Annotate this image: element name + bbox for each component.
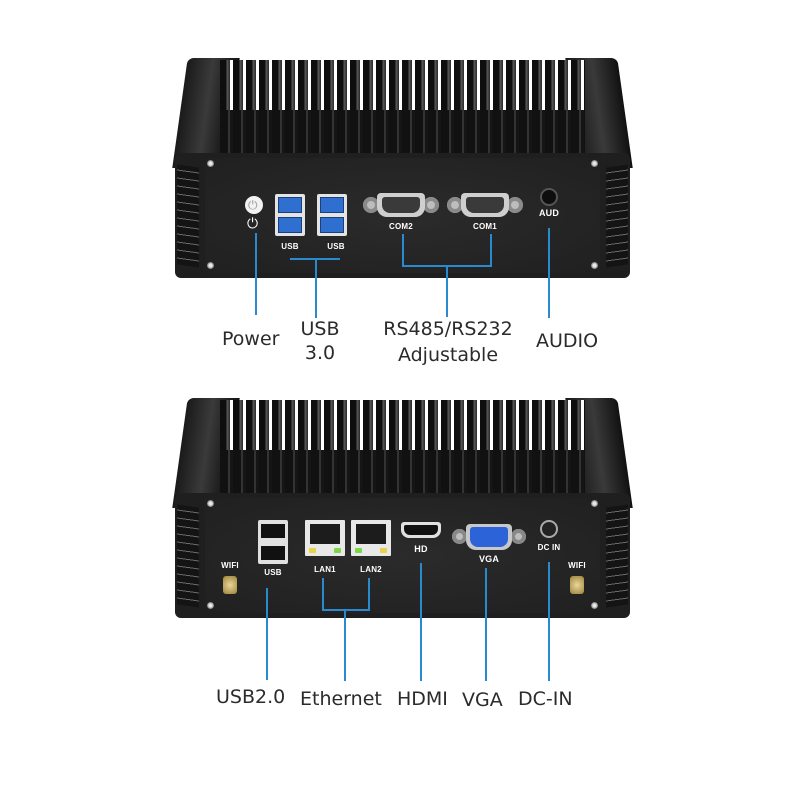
mini-pc-rear-panel-top: ⏻ ⏻ USB USB COM2 COM1 AUD [172,58,633,278]
callout-vga: VGA [462,689,503,711]
heatsink-fins [220,60,585,165]
callout-dc-in: DC-IN [518,688,573,710]
dc-in-jack[interactable] [540,520,558,538]
screw [591,500,598,507]
lan2-port[interactable] [351,520,391,556]
callout-usb2: USB2.0 [216,686,286,708]
dc-in-label: DC IN [537,543,561,552]
callout-line-ethernet [344,609,346,681]
callout-ethernet: Ethernet [300,688,382,710]
lan2-label: LAN2 [360,565,382,574]
screw [591,160,598,167]
aud-label: AUD [538,208,560,218]
mini-pc-rear-panel-bottom: WIFI USB LAN1 LAN2 HD VGA DC IN [172,398,633,618]
side-fins-right [606,504,628,608]
usb-label: USB [264,568,282,577]
callout-rs485-line1: RS485/RS232 [383,318,513,340]
lan1-label: LAN1 [314,565,336,574]
callout-line-com2 [402,234,404,266]
callout-line-hdmi [420,563,422,681]
power-button[interactable]: ⏻ [245,196,263,214]
callout-usb-line2: 3.0 [304,342,336,364]
callout-usb-line1: USB [300,318,340,340]
callout-rs485-line2: Adjustable [397,344,499,366]
side-fins-right [606,164,628,268]
audio-jack[interactable] [540,188,558,206]
lan1-port[interactable] [305,520,345,556]
io-panel: ⏻ ⏻ USB USB COM2 COM1 AUD [205,158,600,273]
screw [591,262,598,269]
vga-port[interactable] [452,524,526,550]
usb2-port[interactable] [258,520,288,564]
screw [207,602,214,609]
callout-line-rs [446,265,448,317]
callout-line-dc-in [548,562,550,681]
io-panel: WIFI USB LAN1 LAN2 HD VGA DC IN [205,498,600,613]
side-fins-left [177,164,199,268]
callout-hdmi: HDMI [397,688,448,710]
screw [207,160,214,167]
usb3-port-left[interactable] [275,194,305,236]
callout-line-vga [485,568,487,681]
hd-label: HD [414,544,428,554]
callout-line-power [255,233,257,315]
usb3-port-right[interactable] [317,194,347,236]
callout-line-audio [548,228,550,318]
callout-line-lan-bracket [322,609,370,611]
hdmi-port[interactable] [401,522,441,538]
callout-line-com1 [490,234,492,266]
screw [207,500,214,507]
callout-line-usb [315,258,317,318]
wifi-antenna-connector-right[interactable] [570,576,584,594]
callout-line-usb2 [266,588,268,680]
com2-port[interactable] [363,193,439,217]
screw [591,602,598,609]
heatsink-fins [220,400,585,505]
usb-label-left: USB [281,242,299,251]
com1-label: COM1 [473,222,497,231]
power-icon: ⏻ [248,198,258,212]
com2-label: COM2 [389,222,413,231]
com1-port[interactable] [447,193,523,217]
callout-audio: AUDIO [536,330,599,352]
vga-label: VGA [478,554,500,564]
screw [207,262,214,269]
wifi-label-right: WIFI [568,561,586,570]
usb-label-right: USB [327,242,345,251]
callout-line-lan2 [368,578,370,610]
wifi-label-left: WIFI [221,561,239,570]
side-fins-left [177,504,199,608]
power-icon: ⏻ [247,216,259,232]
callout-power: Power [222,328,280,350]
callout-line-lan1 [322,578,324,610]
wifi-antenna-connector-left[interactable] [223,576,237,594]
